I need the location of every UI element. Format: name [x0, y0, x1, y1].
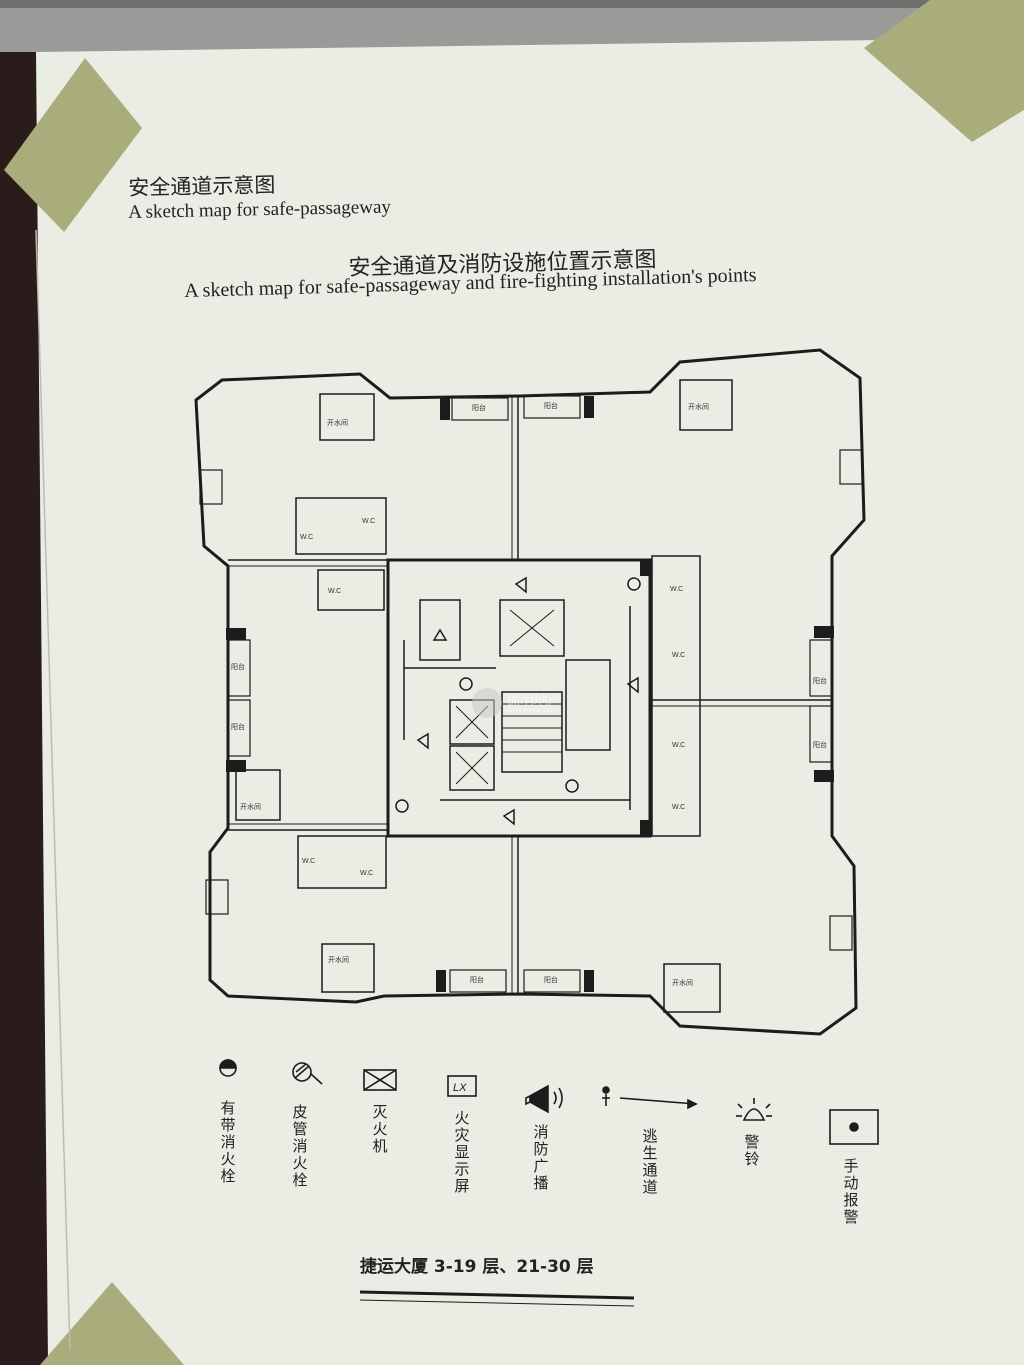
footer-underline [359, 1290, 635, 1300]
room-label-pipe-well: 开水间 [327, 419, 348, 427]
watermark-logo [472, 688, 502, 718]
legend-label-hose-reel: 皮管消火栓 [292, 1103, 308, 1189]
hose-reel-icon [395, 799, 409, 813]
svg-text:LX: LX [453, 1082, 467, 1094]
room-label-wc: W.C [670, 586, 684, 593]
legend-label-broadcast: 消防广播 [533, 1123, 549, 1192]
broadcast-icon [514, 576, 527, 594]
room-label-pipe-well: 开水间 [240, 803, 261, 811]
room-label-wc: W.C [362, 518, 376, 525]
extinguisher-icon [363, 1069, 397, 1091]
room-label-pipe-well: 开水间 [688, 403, 709, 411]
broadcast-icon [525, 1084, 563, 1114]
alarm-bell-icon [432, 628, 448, 641]
hose-reel-icon [292, 1062, 323, 1085]
footer-underline [359, 1299, 635, 1307]
room-label-pipe-well: 开水间 [672, 979, 693, 987]
watermark-text: 锦明地产 [506, 693, 562, 709]
legend-label-extinguisher: 灭火机 [372, 1103, 388, 1155]
floor-range-label: 捷运大厦 3-19 层、21-30 层 [360, 1257, 594, 1277]
room-label-wc: W.C [672, 742, 686, 749]
floor-plan [194, 348, 866, 1036]
escape-route-icon [602, 1086, 698, 1110]
watermark-subtext: Jinming Real Estate [506, 708, 560, 714]
plan-symbols [395, 576, 641, 826]
legend-label-manual-alarm: 手动报警 [843, 1157, 859, 1226]
room-label-balcony: 阳台 [813, 677, 827, 685]
hose-hydrant-icon [459, 677, 473, 691]
room-label-wc: W.C [360, 870, 374, 877]
hose-reel-icon [627, 577, 641, 591]
legend-label-fire-display: 火灾显示屏 [454, 1109, 470, 1195]
room-label-wc: W.C [300, 534, 314, 541]
room-label-balcony: 阳台 [544, 976, 558, 984]
watermark: 锦明地产 Jinming Real Estate [470, 686, 630, 722]
room-label-wc: W.C [302, 858, 316, 865]
legend-label-hose-hydrant: 有带消火栓 [220, 1099, 236, 1185]
wall-pillars [226, 396, 834, 992]
paper-sheet [36, 38, 1024, 1365]
room-label-wc: W.C [672, 652, 686, 659]
alarm-bell-icon [736, 1098, 772, 1121]
hose-hydrant-icon [219, 1059, 237, 1077]
room-label-wc: W.C [328, 588, 342, 595]
broadcast-icon [502, 808, 515, 826]
room-label-wc: W.C [672, 804, 686, 811]
tape-corner [40, 1282, 184, 1365]
hose-hydrant-icon [565, 779, 579, 793]
fire-display-icon: LX [447, 1075, 477, 1097]
room-label-balcony: 阳台 [544, 402, 558, 410]
legend-symbols: LX [219, 1059, 879, 1145]
room-label-pipe-well: 开水间 [328, 956, 349, 964]
room-label-balcony: 阳台 [813, 741, 827, 749]
room-label-balcony: 阳台 [231, 723, 245, 731]
room-label-balcony: 阳台 [231, 663, 245, 671]
room-label-balcony: 阳台 [472, 404, 486, 412]
broadcast-icon [416, 732, 429, 750]
room-label-balcony: 阳台 [470, 976, 484, 984]
legend-label-escape-route: 逃生通道 [642, 1127, 658, 1196]
manual-alarm-icon [829, 1109, 879, 1145]
broadcast-icon [626, 676, 639, 694]
page-title: 安全通道示意图 [128, 172, 276, 200]
legend-label-alarm-bell: 警铃 [744, 1133, 760, 1168]
tape-corner [864, 0, 1024, 142]
tape-corner [4, 58, 142, 232]
